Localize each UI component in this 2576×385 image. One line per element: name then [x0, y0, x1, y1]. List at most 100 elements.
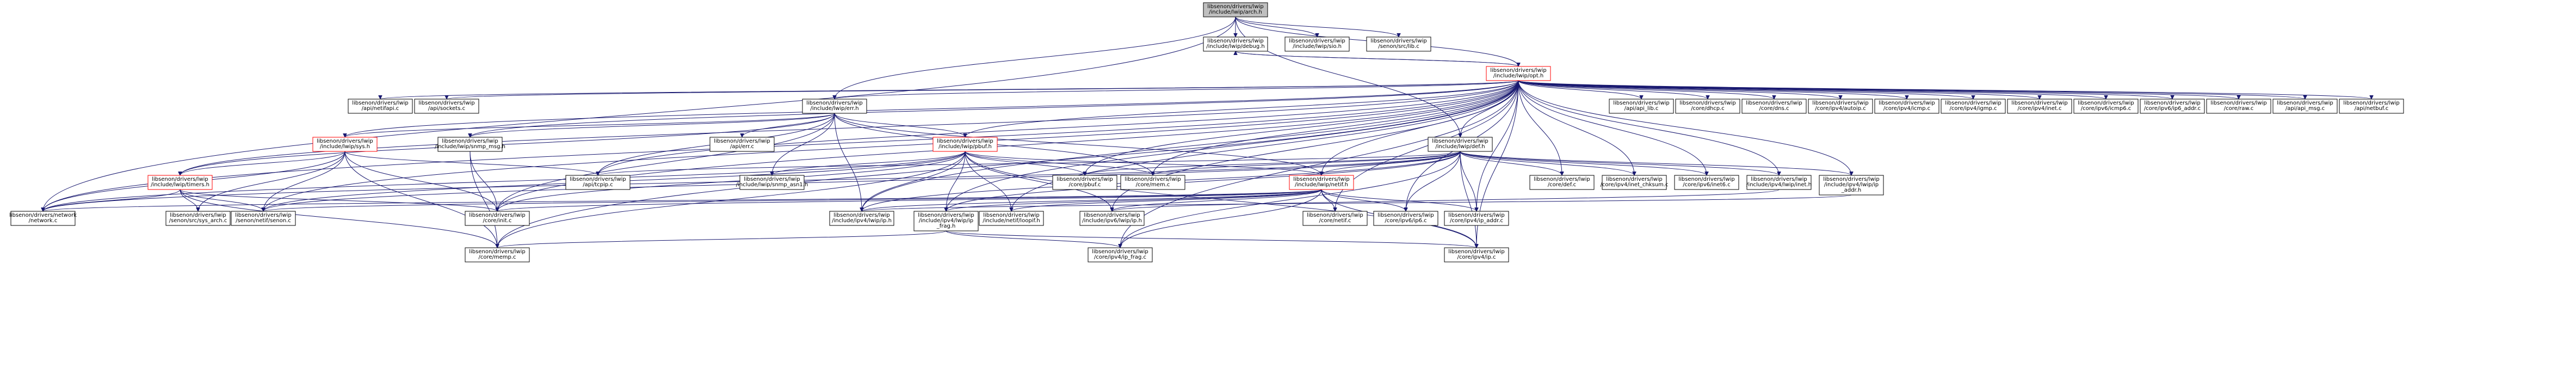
- node-def-c[interactable]: libsenon/drivers/lwip/core/def.c: [1529, 175, 1595, 190]
- node-network[interactable]: libsenon/drivers/network/network.c: [9, 211, 77, 226]
- node-label-line: /include/ipv4/lwip/ip: [919, 218, 973, 224]
- node-srclib[interactable]: libsenon/drivers/lwip/senon/src/lib.c: [1366, 36, 1431, 52]
- node-inet-h[interactable]: libsenon/drivers/lwip/include/ipv4/lwip/…: [1746, 175, 1812, 190]
- node-api-msg[interactable]: libsenon/drivers/lwip/api/api_msg.c: [2272, 99, 2338, 114]
- node-icmp[interactable]: libsenon/drivers/lwip/core/ipv4/icmp.c: [1874, 99, 1939, 114]
- node-snmp-msg[interactable]: libsenon/drivers/lwip/include/lwip/snmp_…: [435, 137, 505, 152]
- node-sys-arch[interactable]: libsenon/drivers/lwip/senon/src/sys_arch…: [165, 211, 231, 226]
- node-label-line: libsenon/drivers/lwip: [1490, 68, 1547, 74]
- node-label-line: /core/init.c: [483, 218, 512, 224]
- node-label-line: /api/netifapi.c: [362, 106, 399, 112]
- node-ip-frag-h[interactable]: libsenon/drivers/lwip/include/ipv4/lwip/…: [913, 211, 979, 231]
- node-label-line: libsenon/drivers/lwip: [2210, 100, 2267, 106]
- edge-pbuf_h-network: [43, 151, 966, 212]
- node-inet[interactable]: libsenon/drivers/lwip/core/ipv4/inet.c: [2007, 99, 2072, 114]
- node-debug[interactable]: libsenon/drivers/lwip/include/lwip/debug…: [1203, 36, 1268, 52]
- node-memp[interactable]: libsenon/drivers/lwip/core/memp.c: [465, 247, 530, 262]
- node-def-h[interactable]: libsenon/drivers/lwip/include/lwip/def.h: [1428, 137, 1493, 152]
- node-label-line: /include/lwip/err.h: [810, 106, 858, 112]
- node-ip6-addr[interactable]: libsenon/drivers/lwip/core/ipv6/ip6_addr…: [2140, 99, 2205, 114]
- edge-opt-icmp6: [1518, 80, 2106, 100]
- node-label-line: /senon/netif/senon.c: [236, 218, 291, 224]
- node-label-line: /core/ipv4/icmp.c: [1883, 106, 1930, 112]
- node-ip-frag-c[interactable]: libsenon/drivers/lwip/core/ipv4/ip_frag.…: [1088, 247, 1153, 262]
- node-icmp6[interactable]: libsenon/drivers/lwip/core/ipv6/icmp6.c: [2073, 99, 2139, 114]
- node-label-line: /include/lwip/arch.h: [1209, 9, 1262, 15]
- node-sockets[interactable]: libsenon/drivers/lwip/api/sockets.c: [414, 99, 479, 114]
- edge-arch-sio: [1235, 16, 1317, 38]
- edge-sys_h-timers: [180, 151, 345, 176]
- node-netif-senon[interactable]: libsenon/drivers/lwip/senon/netif/senon.…: [231, 211, 296, 226]
- node-ip-addr-c[interactable]: libsenon/drivers/lwip/core/ipv4/ip_addr.…: [1444, 211, 1509, 226]
- node-snmp-asn1[interactable]: libsenon/drivers/lwip/include/lwip/snmp_…: [736, 175, 808, 190]
- node-label-line: /core/netif.c: [1319, 218, 1351, 224]
- node-box: [1746, 175, 1812, 190]
- node-label-line: /include/ipv4/lwip/ip: [1824, 182, 1879, 188]
- node-box: [2272, 99, 2338, 114]
- node-raw[interactable]: libsenon/drivers/lwip/core/raw.c: [2206, 99, 2271, 114]
- node-label-line: /core/pbuf.c: [1069, 182, 1101, 188]
- node-box: [709, 137, 775, 152]
- node-ip-h[interactable]: libsenon/drivers/lwip/include/ipv4/lwip/…: [829, 211, 894, 226]
- edge-opt-netif_h: [1321, 80, 1519, 175]
- node-loopif[interactable]: libsenon/drivers/lwip/include/netif/loop…: [979, 211, 1044, 226]
- node-label-line: libsenon/drivers/lwip: [317, 138, 373, 144]
- node-pbuf-h[interactable]: libsenon/drivers/lwip/include/lwip/pbuf.…: [932, 137, 998, 152]
- node-label-line: libsenon/drivers/lwip: [833, 212, 890, 218]
- node-label-line: /api/sockets.c: [428, 106, 465, 112]
- node-label-line: libsenon/drivers/lwip: [1879, 100, 1935, 106]
- node-box: [979, 211, 1044, 226]
- edge-opt-debug: [1236, 51, 1519, 67]
- node-box: [1366, 36, 1431, 52]
- edge-pbuf_h-ip_c: [965, 151, 1477, 248]
- node-box: [1289, 175, 1354, 190]
- node-sys-h[interactable]: libsenon/drivers/lwip/include/lwip/sys.h: [312, 137, 378, 152]
- node-box: [1941, 99, 2006, 114]
- node-mem-c[interactable]: libsenon/drivers/lwip/core/mem.c: [1120, 175, 1185, 190]
- node-box: [10, 211, 76, 226]
- node-opt[interactable]: libsenon/drivers/lwip/include/lwip/opt.h: [1486, 66, 1551, 81]
- node-netif-h[interactable]: libsenon/drivers/lwip/include/lwip/netif…: [1289, 175, 1354, 190]
- edge-netif_h-ip_frag_c: [1120, 189, 1322, 248]
- node-netifapi[interactable]: libsenon/drivers/lwip/api/netifapi.c: [348, 99, 413, 114]
- node-box: [1203, 2, 1268, 17]
- node-api-lib[interactable]: libsenon/drivers/lwip/api/api_lib.c: [1609, 99, 1674, 114]
- node-dhcp[interactable]: libsenon/drivers/lwip/core/dhcp.c: [1675, 99, 1740, 114]
- node-label-line: /network.c: [29, 218, 58, 224]
- node-box: [1444, 247, 1509, 262]
- node-netif-c[interactable]: libsenon/drivers/lwip/core/netif.c: [1302, 211, 1368, 226]
- edge-opt-autoip: [1518, 80, 1840, 100]
- node-ip-c[interactable]: libsenon/drivers/lwip/core/ipv4/ip.c: [1444, 247, 1509, 262]
- node-netbuf[interactable]: libsenon/drivers/lwip/api/netbuf.c: [2339, 99, 2404, 114]
- node-box: [414, 99, 479, 114]
- edge-netif_h-netif_senon: [263, 189, 1322, 212]
- edge-def_h-mem_c: [1153, 151, 1461, 176]
- node-autoip[interactable]: libsenon/drivers/lwip/core/ipv4/autoip.c: [1808, 99, 1873, 114]
- node-box: [2339, 99, 2404, 114]
- node-ip6-c[interactable]: libsenon/drivers/lwip/core/ipv6/ip6.c: [1373, 211, 1438, 226]
- edge-def_h-inet_chksum: [1460, 151, 1634, 176]
- node-ip-addr-h[interactable]: libsenon/drivers/lwip/include/ipv4/lwip/…: [1819, 175, 1884, 195]
- node-sio[interactable]: libsenon/drivers/lwip/include/lwip/sio.h: [1284, 36, 1350, 52]
- node-label-line: /include/lwip/snmp_msg.h: [435, 144, 505, 150]
- node-ip6-h[interactable]: libsenon/drivers/lwip/include/ipv6/lwip/…: [1079, 211, 1145, 226]
- node-box: [1088, 247, 1153, 262]
- node-tcpip[interactable]: libsenon/drivers/lwip/api/tcpip.c: [565, 175, 631, 190]
- node-inet6[interactable]: libsenon/drivers/lwip/core/ipv6/inet6.c: [1674, 175, 1739, 190]
- node-inet-chksum[interactable]: libsenon/drivers/lwip/core/ipv4/inet_chk…: [1601, 175, 1669, 190]
- node-label-line: libsenon/drivers/lwip: [1945, 100, 2002, 106]
- node-init-c[interactable]: libsenon/drivers/lwip/core/init.c: [465, 211, 530, 226]
- edge-netif_h-ip6_h: [1112, 189, 1322, 212]
- node-dns[interactable]: libsenon/drivers/lwip/core/dns.c: [1741, 99, 1807, 114]
- node-label-line: libsenon/drivers/lwip: [806, 100, 863, 106]
- node-box: [2206, 99, 2271, 114]
- node-timers[interactable]: libsenon/drivers/lwip/include/lwip/timer…: [147, 175, 213, 190]
- node-layer: libsenon/drivers/lwip/include/lwip/arch.…: [9, 2, 2404, 262]
- node-igmp[interactable]: libsenon/drivers/lwip/core/ipv4/igmp.c: [1941, 99, 2006, 114]
- node-label-line: libsenon/drivers/lwip: [2011, 100, 2068, 106]
- node-pbuf-c[interactable]: libsenon/drivers/lwip/core/pbuf.c: [1052, 175, 1117, 190]
- node-box: [1674, 175, 1739, 190]
- node-err-c[interactable]: libsenon/drivers/lwip/api/err.c: [709, 137, 775, 152]
- node-err-h[interactable]: libsenon/drivers/lwip/include/lwip/err.h: [802, 99, 867, 114]
- node-label-line: libsenon/drivers/lwip: [352, 100, 409, 106]
